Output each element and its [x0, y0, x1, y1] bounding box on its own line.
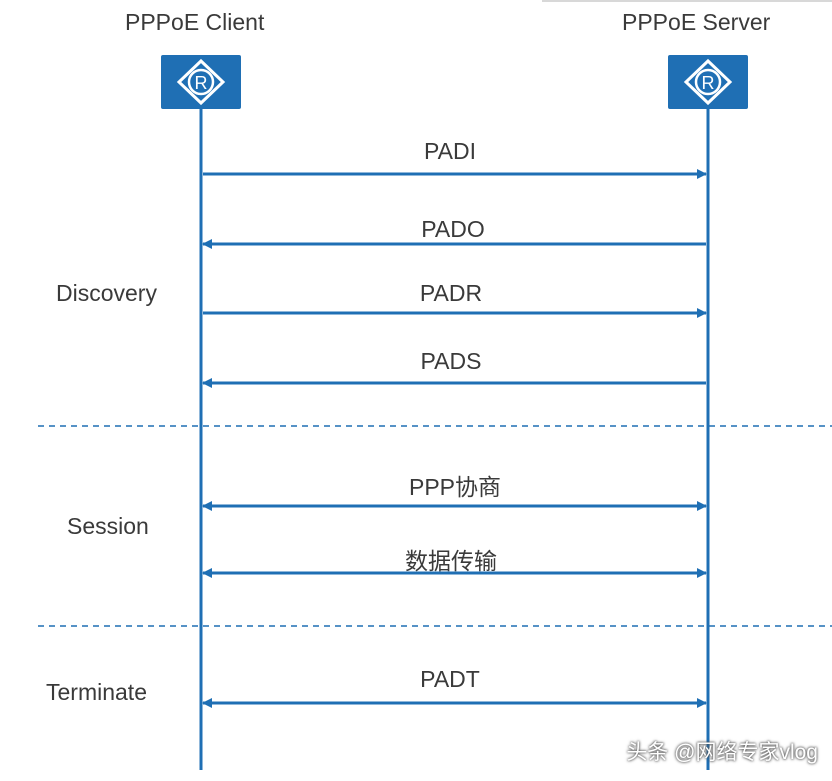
top-edge-strip	[542, 0, 832, 2]
phase-label-discovery: Discovery	[56, 280, 157, 306]
client-label: PPPoE Client	[125, 9, 265, 35]
message-label-padr: PADR	[419, 280, 483, 306]
message-label-pads: PADS	[420, 348, 482, 374]
client-router-icon: R	[161, 55, 241, 109]
watermark: 头条 @网络专家vlog	[626, 741, 818, 764]
phase-label-session: Session	[67, 513, 149, 539]
server-label: PPPoE Server	[622, 9, 771, 35]
message-label-padi: PADI	[424, 138, 476, 164]
message-label-ppp-negotiation: PPP协商	[408, 474, 502, 500]
message-label-data-transfer: 数据传输	[405, 548, 497, 574]
svg-text:R: R	[702, 73, 715, 93]
message-label-padt: PADT	[420, 666, 480, 692]
svg-text:R: R	[195, 73, 208, 93]
message-label-pado: PADO	[421, 216, 485, 242]
phase-label-terminate: Terminate	[46, 679, 147, 705]
server-router-icon: R	[668, 55, 748, 109]
